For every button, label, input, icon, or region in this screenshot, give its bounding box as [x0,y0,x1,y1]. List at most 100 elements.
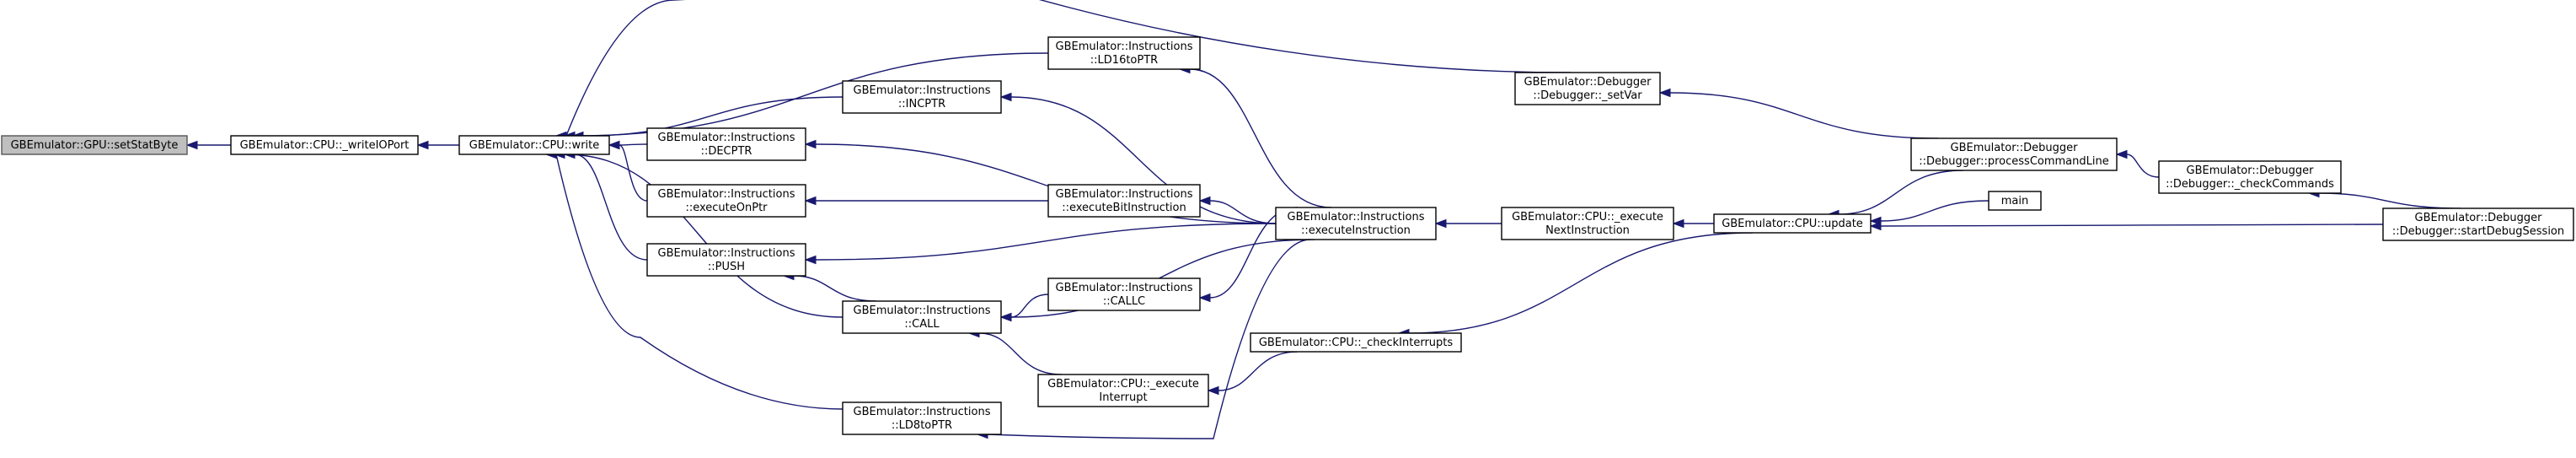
node-dbg-checkcommands[interactable]: GBEmulator::Debugger::Debugger::_checkCo… [2158,160,2342,194]
node-label: ::DECPTR [701,145,752,158]
edge-line [1669,92,1939,139]
node-box [1988,191,2042,211]
edge-cpu-checkinterrupts-to-cpu-executeinterrupt [1207,351,1299,396]
node-label: ::CALLC [1103,295,1145,308]
node-dbg-startdebugsession[interactable]: GBEmulator::Debugger::Debugger::startDeb… [2382,207,2574,241]
edge-line [555,154,843,410]
edge-line [582,96,843,137]
edge-line [619,143,648,146]
edge-ins-call-to-cpu-write [553,149,843,318]
node-ins-executeonptr[interactable]: GBEmulator::Instructions::executeOnPtr [646,184,806,218]
node-label: GBEmulator::Debugger [1524,76,1652,89]
node-box [1713,213,1872,234]
node-box [1047,277,1201,311]
node-box [230,135,419,155]
node-cpu-writeIOPort[interactable]: GBEmulator::CPU::_writeIOPort [230,135,419,155]
edge-ins-executeinstruction-to-ins-executebitinstruction [1198,196,1277,224]
edge-dbg-setvar-to-cpu-write [554,0,1572,141]
node-box [1047,184,1201,218]
node-ins-incptr[interactable]: GBEmulator::Instructions::INCPTR [842,80,1002,114]
edge-cpu-executeinterrupt-to-ins-call [967,328,1063,375]
edge-line [793,275,877,302]
node-box [1047,36,1201,70]
node-box [1,135,188,155]
node-ins-ld8toptr[interactable]: GBEmulator::Instructions::LD8toPTR [842,401,1002,435]
edge-line [574,154,648,261]
edge-cpu-update-to-cpu-checkinterrupts [1397,232,1754,338]
arrowhead [185,140,198,150]
node-label: GBEmulator::GPU::setStatByte [11,139,179,152]
node-box [2158,160,2342,194]
node-label: ::CALL [904,318,940,331]
edge-ins-push-to-cpu-write [563,149,648,261]
arrowhead [1198,196,1211,206]
edge-layer [185,0,2461,439]
edge-ins-executeinstruction-to-ins-incptr [999,92,1277,224]
node-ins-executeinstruction[interactable]: GBEmulator::Instructions::executeInstruc… [1275,207,1437,240]
node-ins-push[interactable]: GBEmulator::Instructions::PUSH [646,243,806,277]
node-label: GBEmulator::Instructions [854,406,991,418]
node-box [458,135,610,155]
edge-line [1838,170,1964,215]
node-cpu-write[interactable]: GBEmulator::CPU::write [458,135,610,155]
edge-dbg-processcommandline-to-cpu-update [1827,170,1964,219]
node-box [1037,374,1209,407]
edge-ins-executebitinstruction-to-ins-executeonptr [804,196,1048,206]
node-dbg-setvar[interactable]: GBEmulator::Debugger::Debugger::_setVar [1514,72,1661,105]
node-cpu-update[interactable]: GBEmulator::CPU::update [1713,213,1872,234]
node-box [646,127,806,161]
node-label: GBEmulator::Debugger [1951,142,2079,154]
edge-line [1880,200,1990,222]
node-label: main [2001,195,2028,207]
node-label: GBEmulator::CPU::update [1722,218,1863,230]
edge-line [1218,351,1299,391]
node-label: GBEmulator::Instructions [658,247,795,260]
node-label: ::INCPTR [898,98,945,110]
node-box [646,184,806,218]
node-cpu-checkinterrupts[interactable]: GBEmulator::CPU::_checkInterrupts [1250,332,1462,353]
edge-line [1189,68,1332,208]
node-ins-ld16toptr[interactable]: GBEmulator::Instructions::LD16toPTR [1047,36,1201,70]
node-dbg-processcommandline[interactable]: GBEmulator::Debugger::Debugger::processC… [1910,137,2118,171]
edge-line [2126,154,2160,178]
arrowhead [1869,221,1882,231]
edge-cpu-update-to-cpu-executenextinstruction [1672,218,1715,229]
arrowhead [804,255,817,265]
node-label: GBEmulator::CPU::_execute [1512,211,1663,224]
arrowhead [1198,293,1211,303]
node-box [646,243,806,277]
node-main[interactable]: main [1988,191,2042,211]
node-label: Interrupt [1099,391,1147,404]
node-ins-callc[interactable]: GBEmulator::Instructions::CALLC [1047,277,1201,311]
edge-ins-executeinstruction-to-ins-push [804,223,1277,265]
node-label: ::executeOnPtr [685,202,768,214]
node-box [842,80,1002,114]
arrowhead [608,140,620,150]
node-label: ::LD8toPTR [892,419,952,432]
edge-cpu-executenextinstruction-to-ins-executeinstruction [1434,218,1502,229]
node-box [1275,207,1437,240]
edge-dbg-processcommandline-to-dbg-setvar [1658,88,1939,139]
node-label: GBEmulator::Instructions [1056,40,1193,53]
edge-main-to-cpu-update [1869,200,1990,226]
node-label: GBEmulator::Instructions [1288,211,1425,224]
node-gpu-setStatByte[interactable]: GBEmulator::GPU::setStatByte [1,135,188,155]
edge-line [1209,200,1277,224]
edge-ins-executeinstruction-to-ins-decptr [804,139,1277,224]
node-ins-decptr[interactable]: GBEmulator::Instructions::DECPTR [646,127,806,161]
edge-line [1010,96,1277,224]
edge-cpu-write-to-cpu-writeIOPort [416,140,460,150]
arrowhead [1672,218,1684,229]
node-box [1250,332,1462,353]
node-label: GBEmulator::Debugger [2187,164,2315,177]
node-ins-executebitinstruction[interactable]: GBEmulator::Instructions::executeBitInst… [1047,184,1201,218]
node-box [1514,72,1661,105]
node-label: GBEmulator::Instructions [658,132,795,144]
node-label: GBEmulator::Instructions [1056,282,1193,294]
node-label: ::Debugger::processCommandLine [1919,155,2109,168]
node-ins-call[interactable]: GBEmulator::Instructions::CALL [842,300,1002,334]
